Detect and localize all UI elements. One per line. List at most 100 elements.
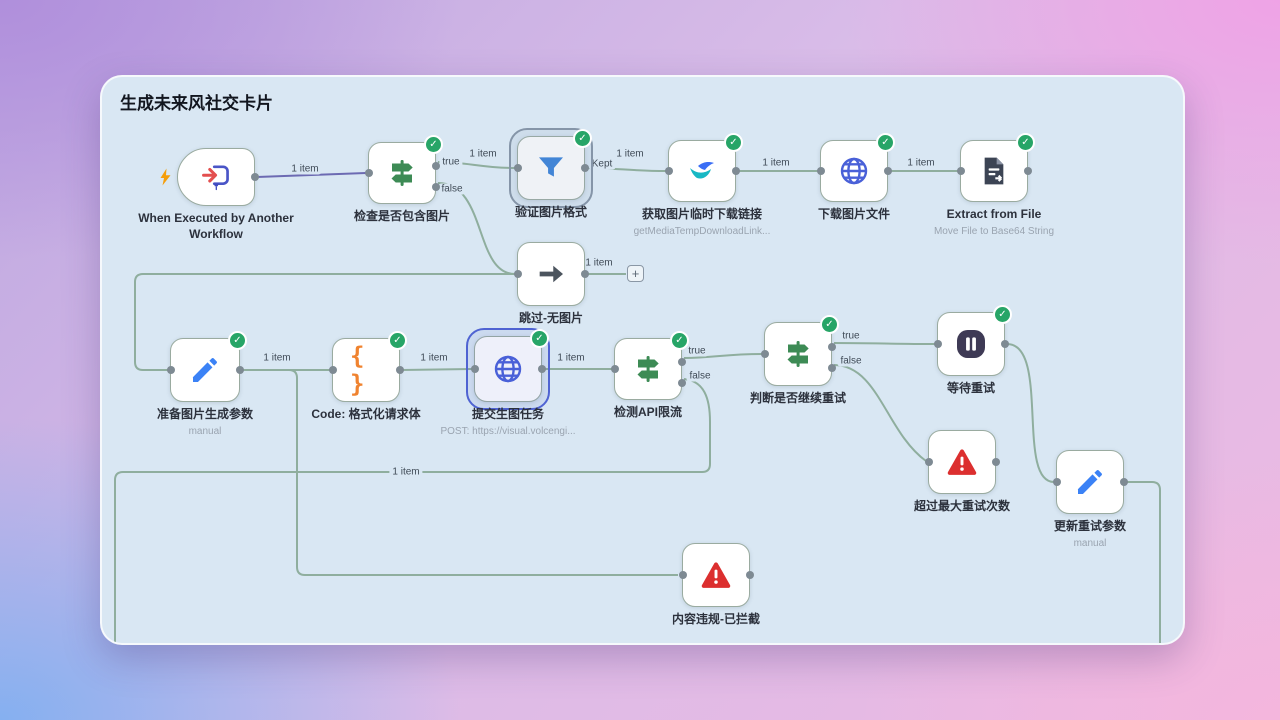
output-connection-dot[interactable] bbox=[580, 270, 589, 278]
success-check-icon: ✓ bbox=[530, 329, 549, 348]
edge-judge-false-to-maxretries[interactable] bbox=[833, 364, 927, 462]
warning-icon bbox=[700, 559, 732, 591]
edge-code-to-submit[interactable] bbox=[401, 368, 473, 371]
file-export-icon bbox=[978, 155, 1010, 187]
output-connection-dot[interactable] bbox=[431, 182, 440, 191]
input-connection-dot[interactable] bbox=[816, 167, 825, 175]
output-connection-dot[interactable] bbox=[731, 167, 740, 175]
workflow-node-skip-no-image[interactable]: 跳过-无图片 bbox=[513, 242, 589, 325]
node-label: 判断是否继续重试 bbox=[749, 391, 846, 405]
input-connection-dot[interactable] bbox=[924, 458, 933, 466]
success-check-icon: ✓ bbox=[228, 331, 247, 350]
input-connection-dot[interactable] bbox=[166, 366, 175, 374]
node-label: 内容违规-已拦截 bbox=[672, 612, 760, 626]
switch-icon bbox=[782, 338, 814, 370]
edge-left-loop-into-skip-and-prepare[interactable] bbox=[134, 273, 515, 371]
output-connection-dot[interactable] bbox=[537, 365, 546, 373]
edge-label: false bbox=[837, 355, 865, 367]
node-sublabel: POST: https://visual.volcengi... bbox=[440, 425, 576, 437]
input-connection-dot[interactable] bbox=[933, 340, 942, 348]
workflow-node-check-api-rate-limit[interactable]: ✓ 检测API限流 bbox=[610, 331, 689, 419]
edge-label: 1 item bbox=[582, 257, 616, 269]
input-connection-dot[interactable] bbox=[364, 169, 373, 177]
filter-icon bbox=[535, 152, 567, 184]
lark-icon bbox=[686, 155, 718, 187]
edge-update-params-loop-down[interactable] bbox=[1126, 481, 1161, 645]
edge-label: 1 item bbox=[904, 157, 938, 169]
success-check-icon: ✓ bbox=[876, 133, 895, 152]
edge-wait-to-update-params[interactable] bbox=[1006, 343, 1055, 483]
input-connection-dot[interactable] bbox=[610, 365, 619, 373]
workflow-node-validate-image-format[interactable]: ✓ 验证图片格式 bbox=[509, 128, 593, 219]
edge-bottom-line-to-content-blocked[interactable] bbox=[242, 369, 678, 576]
output-connection-dot[interactable] bbox=[827, 342, 836, 351]
workflow-node-judge-continue-retry[interactable]: ✓ 判断是否继续重试 bbox=[750, 315, 846, 405]
output-connection-dot[interactable] bbox=[677, 378, 686, 387]
workflow-node-wait-retry[interactable]: ✓等待重试 bbox=[933, 305, 1012, 395]
output-connection-dot[interactable] bbox=[677, 358, 686, 367]
output-connection-dot[interactable] bbox=[580, 164, 589, 172]
output-connection-dot[interactable] bbox=[1000, 340, 1009, 348]
output-connection-dot[interactable] bbox=[395, 366, 404, 374]
workflow-node-check-contains-image[interactable]: ✓检查是否包含图片 bbox=[354, 135, 450, 223]
output-connection-dot[interactable] bbox=[250, 173, 259, 181]
edge-label: true bbox=[685, 345, 709, 357]
input-connection-dot[interactable] bbox=[513, 270, 522, 278]
node-label: 验证图片格式 bbox=[514, 205, 587, 219]
success-check-icon: ✓ bbox=[573, 129, 592, 148]
input-connection-dot[interactable] bbox=[678, 571, 687, 579]
edge-check-false-to-skip[interactable] bbox=[437, 182, 516, 275]
output-connection-dot[interactable] bbox=[431, 162, 440, 171]
success-check-icon: ✓ bbox=[724, 133, 743, 152]
edge-label: false bbox=[438, 183, 466, 195]
input-connection-dot[interactable] bbox=[1052, 478, 1061, 486]
edge-label: 1 item bbox=[288, 163, 322, 175]
workflow-node-trigger-when-executed[interactable]: When Executed by Another Workflow bbox=[138, 148, 294, 241]
success-check-icon: ✓ bbox=[820, 315, 839, 334]
input-connection-dot[interactable] bbox=[513, 164, 522, 172]
edge-ratelimit-false-down-left[interactable] bbox=[114, 378, 711, 645]
pencil-icon bbox=[1074, 466, 1106, 498]
edge-label: 1 item bbox=[260, 352, 294, 364]
switch-icon bbox=[632, 353, 664, 385]
output-connection-dot[interactable] bbox=[991, 458, 1000, 466]
edge-label: true bbox=[839, 330, 863, 342]
workflow-node-code-format-request[interactable]: { }✓Code: 格式化请求体 bbox=[311, 331, 421, 421]
workflow-node-download-image-file[interactable]: ✓下载图片文件 bbox=[816, 133, 895, 221]
output-connection-dot[interactable] bbox=[1119, 478, 1128, 486]
output-connection-dot[interactable] bbox=[1023, 167, 1032, 175]
output-connection-dot[interactable] bbox=[883, 167, 892, 175]
output-connection-dot[interactable] bbox=[745, 571, 754, 579]
edge-trigger-to-check[interactable] bbox=[256, 172, 367, 178]
node-label: 跳过-无图片 bbox=[519, 311, 583, 325]
edge-label: 1 item bbox=[759, 157, 793, 169]
input-connection-dot[interactable] bbox=[956, 167, 965, 175]
edge-ratelimit-true-to-judge[interactable] bbox=[683, 353, 763, 359]
input-connection-dot[interactable] bbox=[470, 365, 479, 373]
edge-judge-true-to-wait[interactable] bbox=[833, 342, 936, 345]
workflow-node-exceed-max-retries[interactable]: 超过最大重试次数 bbox=[914, 430, 1010, 513]
success-check-icon: ✓ bbox=[670, 331, 689, 350]
code-braces-icon: { } bbox=[350, 342, 364, 398]
node-label: When Executed by Another Workflow bbox=[138, 211, 294, 241]
input-connection-dot[interactable] bbox=[664, 167, 673, 175]
edge-label: Kept bbox=[588, 158, 616, 170]
input-connection-dot[interactable] bbox=[760, 350, 769, 358]
node-label: Code: 格式化请求体 bbox=[311, 407, 421, 421]
node-label: 检测API限流 bbox=[613, 405, 682, 419]
output-connection-dot[interactable] bbox=[235, 366, 244, 374]
warning-icon bbox=[946, 446, 978, 478]
node-label: 检查是否包含图片 bbox=[353, 209, 450, 223]
output-connection-dot[interactable] bbox=[827, 363, 836, 372]
workflow-node-content-violation-blocked[interactable]: 内容违规-已拦截 bbox=[672, 543, 760, 626]
add-node-button[interactable]: + bbox=[627, 265, 644, 282]
input-connection-dot[interactable] bbox=[328, 366, 337, 374]
